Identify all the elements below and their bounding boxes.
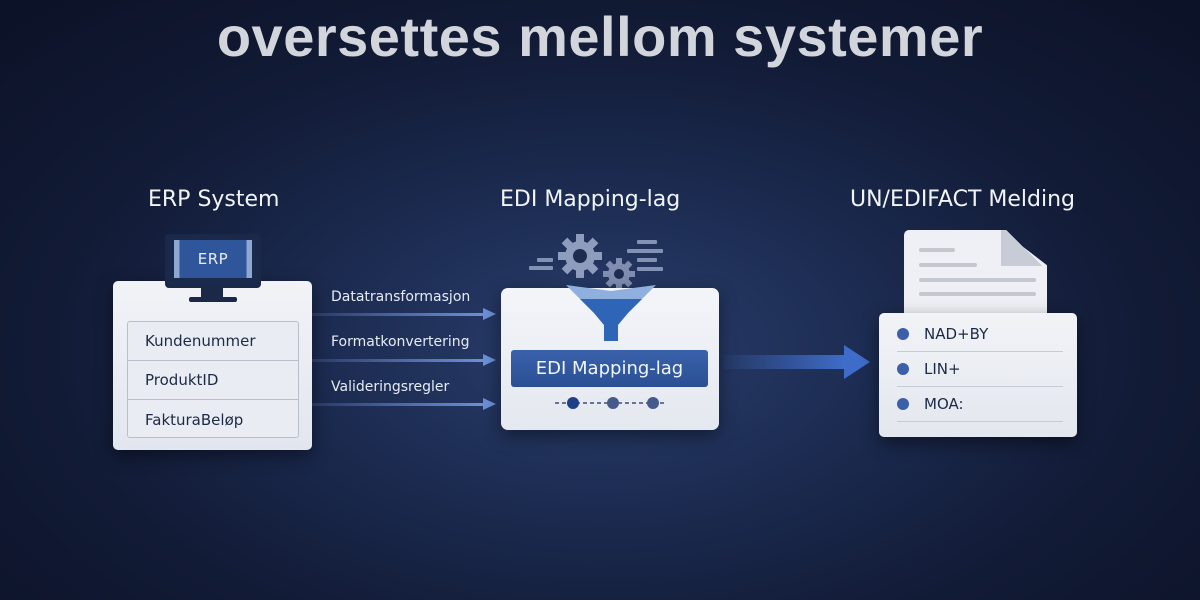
bullet-icon xyxy=(897,363,909,375)
segment-label: MOA: xyxy=(924,395,964,413)
segment-row: LIN+ xyxy=(897,352,1063,387)
document-fold xyxy=(1001,230,1047,266)
monitor-base xyxy=(189,297,237,302)
mapping-heading: EDI Mapping-lag xyxy=(500,187,681,212)
funnel-icon xyxy=(566,285,656,341)
computer-monitor-icon: ERP xyxy=(165,234,261,288)
flow-label-validation: Valideringsregler xyxy=(331,379,450,395)
erp-field-list: Kundenummer ProduktID FakturaBeløp xyxy=(127,321,299,438)
gears-icon xyxy=(529,234,663,290)
erp-field-customer-number: Kundenummer xyxy=(128,322,298,361)
edifact-segment-list: NAD+BY LIN+ MOA: xyxy=(879,313,1077,437)
mapping-band: EDI Mapping-lag xyxy=(511,350,708,387)
segment-label: LIN+ xyxy=(924,360,961,378)
bullet-icon xyxy=(897,328,909,340)
page-title: oversettes mellom systemer xyxy=(216,5,984,68)
segment-label: NAD+BY xyxy=(924,325,989,343)
document-line xyxy=(919,263,977,267)
edifact-heading: UN/EDIFACT Melding xyxy=(850,187,1076,212)
bullet-icon xyxy=(897,398,909,410)
document-line xyxy=(919,292,1036,296)
erp-field-product-id: ProduktID xyxy=(128,361,298,400)
monitor-label: ERP xyxy=(174,240,252,278)
segment-row: NAD+BY xyxy=(897,317,1063,352)
document-line xyxy=(919,278,1036,282)
erp-heading: ERP System xyxy=(148,187,280,212)
progress-dots-icon xyxy=(555,397,667,409)
document-line xyxy=(919,248,955,252)
flow-label-format: Formatkonvertering xyxy=(331,334,470,350)
arrow-right-icon xyxy=(724,345,870,379)
erp-field-invoice-amount: FakturaBeløp xyxy=(145,410,244,429)
flow-label-transformation: Datatransformasjon xyxy=(331,289,471,305)
arrow-right-icon xyxy=(312,308,496,320)
monitor-stand xyxy=(201,288,223,298)
arrow-right-icon xyxy=(312,398,496,410)
arrow-right-icon xyxy=(312,354,496,366)
segment-row: MOA: xyxy=(897,387,1063,422)
